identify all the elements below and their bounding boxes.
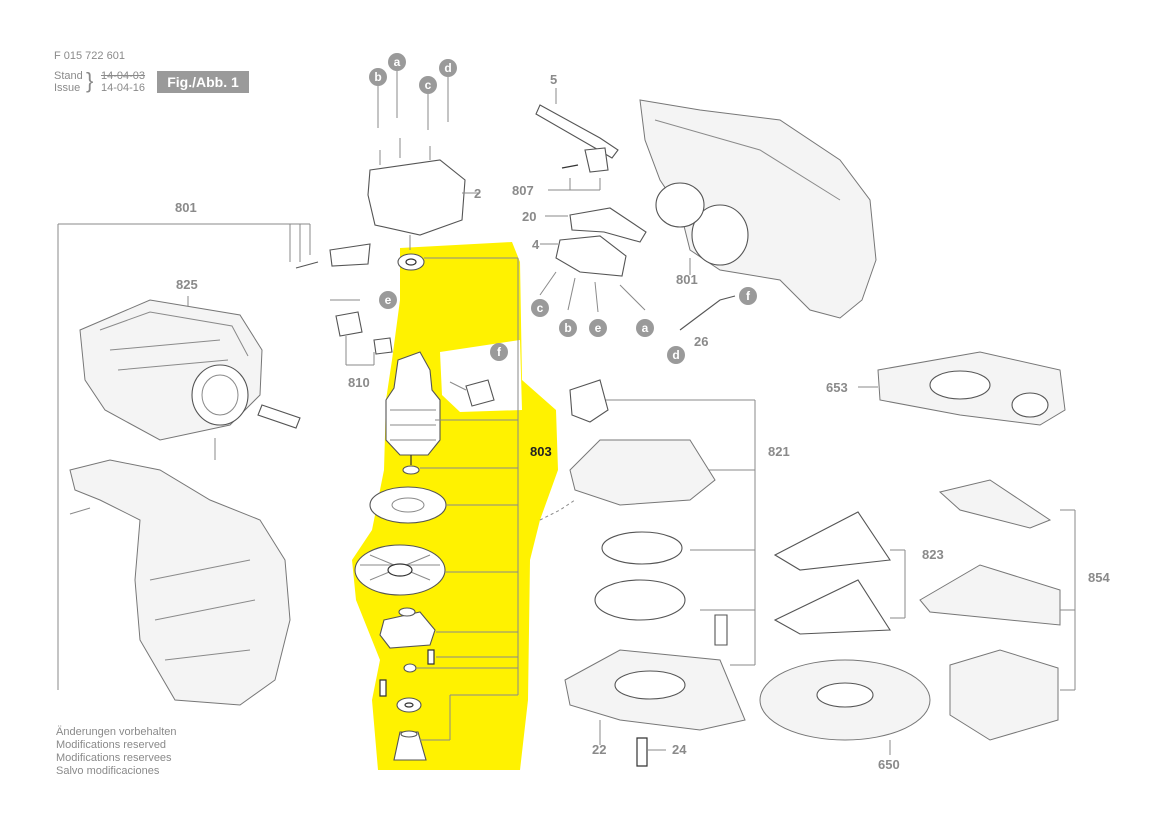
base-plate-653 [877,351,1066,426]
carbon-brush [465,379,495,407]
label-4: 4 [532,237,540,252]
callout-f-mid [490,343,508,361]
label-653: 653 [826,380,848,395]
svg-text:f: f [497,345,502,359]
lead-wires: c b e a [531,271,654,337]
label-22: 22 [592,742,606,757]
callouts-top: b a c d [369,53,457,94]
svg-text:c: c [537,301,544,315]
note-en: Modifications reserved [56,739,167,751]
label-2: 2 [474,186,481,201]
note-es: Salvo modificaciones [56,765,160,777]
document-number: F 015 722 601 [54,50,125,62]
label-24: 24 [672,742,687,757]
screw-24 [636,737,648,767]
svg-text:d: d [672,348,679,362]
screw-left [295,261,319,269]
motor-stack-803: e [354,253,447,761]
label-801-left: 801 [175,200,197,215]
label-20: 20 [522,209,536,224]
housing-half-left [69,459,291,706]
label-803: 803 [530,444,552,459]
wire-terminals [377,71,449,130]
modification-notes: Änderungen vorbehalten Modifications res… [56,726,176,778]
label-807: 807 [512,183,534,198]
note-de: Änderungen vorbehalten [56,726,177,738]
label-650: 650 [878,757,900,772]
bracket-801-left [57,223,311,690]
label-825: 825 [176,277,198,292]
sanding-base-22 [564,649,746,731]
cable-5 [535,88,619,159]
accessories-854 [919,479,1076,741]
round-pad-650 [759,659,931,741]
issue-date: 14-04-16 [101,82,146,94]
base-flange [569,439,716,506]
label-810: 810 [348,375,370,390]
wire-26: f d [667,287,757,364]
stand-date: 14-04-03 [101,70,146,82]
switch-clip [329,243,371,267]
svg-text:a: a [642,321,649,335]
sanding-sheets-823 [773,511,906,635]
bracket-803 [416,257,519,741]
brush-holder-2 [367,138,480,236]
strain-relief-807 [548,147,609,191]
label-801-right: 801 [676,272,698,287]
switch-4 [555,235,627,277]
flex-ring [594,579,686,621]
svg-text:e: e [385,293,392,307]
label-854: 854 [1088,570,1110,585]
issue-label: Issue [54,82,81,94]
svg-text:b: b [374,70,381,84]
svg-text:e: e [595,321,602,335]
svg-text:a: a [394,55,401,69]
note-fr: Modifications reservees [56,752,172,764]
svg-text:c: c [425,78,432,92]
figure-label: Fig./Abb. 1 [157,71,249,93]
label-5: 5 [550,72,557,87]
label-821: 821 [768,444,790,459]
cover-825 [79,299,263,441]
switch-slider-20 [569,207,647,243]
spacer-pin [714,614,728,646]
label-823: 823 [922,547,944,562]
label-plate [257,404,301,429]
stand-label: Stand [54,70,83,82]
dust-flap [569,379,609,423]
svg-text:b: b [564,321,571,335]
label-26: 26 [694,334,708,349]
brushes-810 [330,299,393,366]
housing-half-right [639,99,877,319]
brace-symbol: } [86,68,94,93]
svg-text:d: d [444,61,451,75]
seal-ring [601,531,683,565]
svg-text:f: f [746,289,751,303]
